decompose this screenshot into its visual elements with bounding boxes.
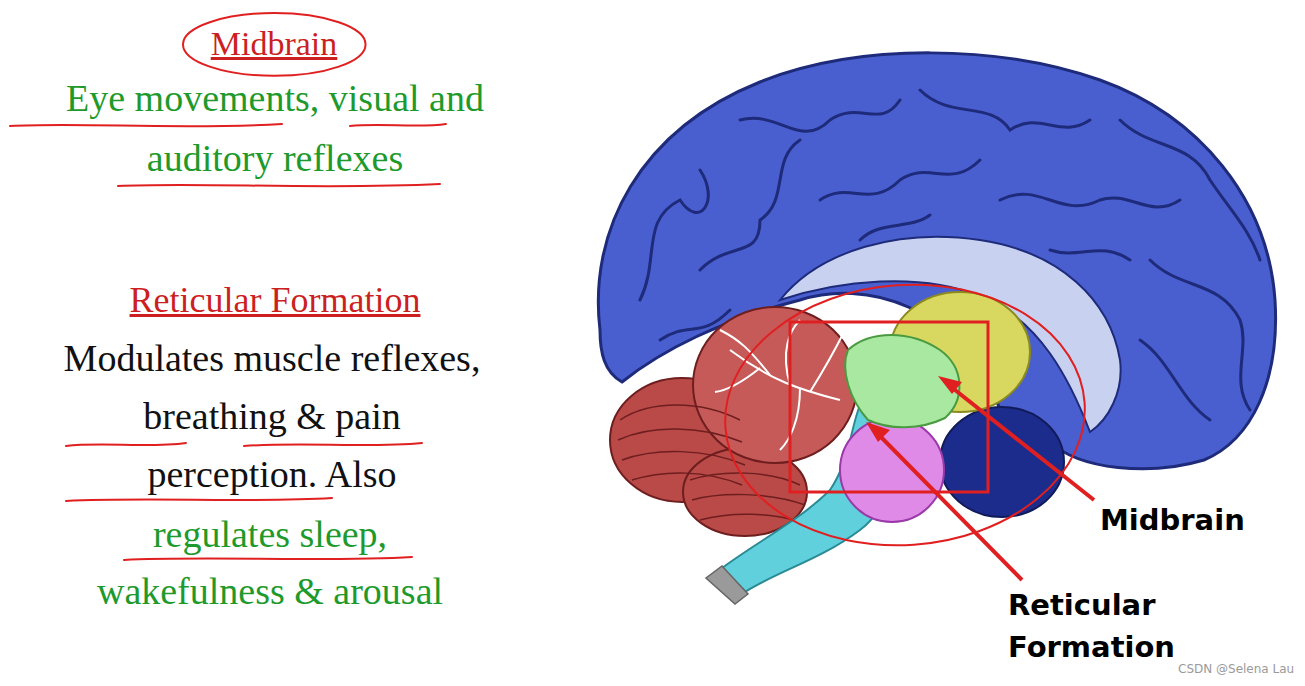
function-text: Modulates muscle reflexes, breathing & p… (62, 329, 482, 503)
function-text: Eye movements, visual and auditory refle… (5, 68, 545, 188)
part-label: Midbrain (1100, 500, 1290, 540)
heading-text: Midbrain (181, 24, 368, 65)
watermark: CSDN @Selena Lau (1178, 661, 1300, 677)
circled-heading: Midbrain (181, 11, 368, 78)
function-text: regulates sleep, wakefulness & arousal (65, 506, 475, 620)
section-heading: Reticular Formation (60, 276, 490, 324)
part-label: Reticular Formation (1008, 584, 1208, 668)
